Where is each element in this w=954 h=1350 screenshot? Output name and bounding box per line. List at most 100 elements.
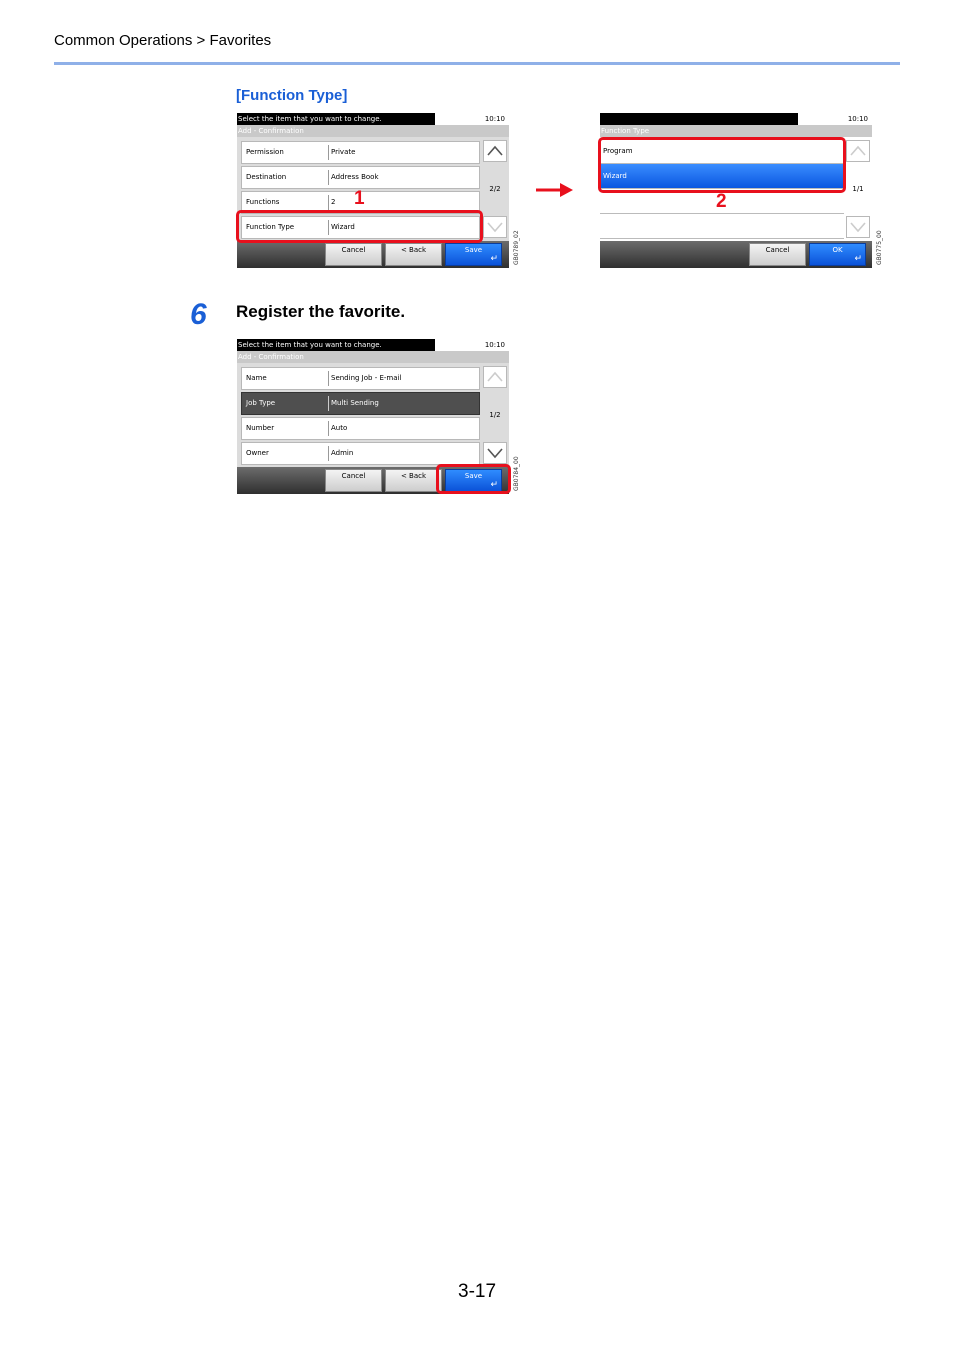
page-number: 3-17 <box>458 1281 497 1302</box>
bottom-bar: Cancel OK ↵ <box>600 241 872 268</box>
ok-button[interactable]: OK ↵ <box>809 243 866 266</box>
top-bar: 10:10 <box>600 113 872 125</box>
row-value: Multi Sending <box>331 399 379 407</box>
save-label: Save <box>464 246 483 254</box>
row-functions[interactable]: Functions 2 <box>241 191 480 214</box>
save-button[interactable]: Save ↵ <box>445 469 502 492</box>
row-label: Function Type <box>246 223 295 231</box>
row-divider <box>328 421 329 436</box>
row-divider <box>328 446 329 461</box>
scroll-up-button[interactable] <box>846 140 870 162</box>
row-name[interactable]: Name Sending Job - E-mail <box>241 367 480 390</box>
row-divider <box>328 371 329 386</box>
save-label: Save <box>464 472 483 480</box>
chevron-up-icon <box>487 371 503 382</box>
row-value: Auto <box>331 424 348 432</box>
panel-subtitle: Function Type <box>600 125 872 137</box>
option-empty-1 <box>600 189 844 214</box>
right-arrow-icon <box>536 183 573 197</box>
highlight-function-type <box>236 210 483 243</box>
header-rule <box>54 62 900 65</box>
panel-body: Name Sending Job - E-mail Job Type Multi… <box>237 363 509 467</box>
ok-label: OK <box>832 246 843 254</box>
top-bar: Select the item that you want to change.… <box>237 339 509 351</box>
row-value: Sending Job - E-mail <box>331 374 402 382</box>
highlight-options <box>598 137 846 193</box>
figure-code: GB0775_00 <box>876 230 883 265</box>
enter-icon: ↵ <box>490 480 498 490</box>
scroll-down-button[interactable] <box>483 216 507 238</box>
page-indicator: 2/2 <box>489 185 501 193</box>
option-program[interactable]: Program <box>600 139 844 164</box>
row-label: Functions <box>246 198 280 206</box>
breadcrumb: Common Operations > Favorites <box>54 32 272 49</box>
row-permission[interactable]: Permission Private <box>241 141 480 164</box>
page-indicator: 1/2 <box>489 411 501 419</box>
cancel-button[interactable]: Cancel <box>749 243 806 266</box>
back-button[interactable]: < Back <box>385 469 442 492</box>
row-function-type[interactable]: Function Type Wizard <box>241 216 480 239</box>
row-number[interactable]: Number Auto <box>241 417 480 440</box>
row-divider <box>328 220 329 235</box>
callout-1: 1 <box>354 188 365 209</box>
cancel-label: Cancel <box>341 246 366 254</box>
scroll-up-button[interactable] <box>483 366 507 388</box>
panel-subtitle: Add - Confirmation <box>237 351 509 363</box>
cancel-label: Cancel <box>341 472 366 480</box>
row-job-type[interactable]: Job Type Multi Sending <box>241 392 480 415</box>
step-text: Register the favorite. <box>236 302 406 321</box>
row-value: 2 <box>331 198 336 206</box>
enter-icon: ↵ <box>490 254 498 264</box>
row-label: Permission <box>246 148 284 156</box>
panel-message: Select the item that you want to change. <box>237 339 435 351</box>
row-owner[interactable]: Owner Admin <box>241 442 480 465</box>
chevron-up-icon <box>487 145 503 156</box>
highlight-save <box>436 464 511 494</box>
row-label: Destination <box>246 173 287 181</box>
figure-code: GB0789_02 <box>513 230 520 265</box>
figure-code: GB0784_00 <box>513 456 520 491</box>
panel-body: Permission Private Destination Address B… <box>237 137 509 241</box>
cancel-button[interactable]: Cancel <box>325 243 382 266</box>
row-label: Owner <box>246 449 269 457</box>
top-bar: Select the item that you want to change.… <box>237 113 509 125</box>
cancel-button[interactable]: Cancel <box>325 469 382 492</box>
save-button[interactable]: Save ↵ <box>445 243 502 266</box>
cancel-label: Cancel <box>765 246 790 254</box>
scroll-up-button[interactable] <box>483 140 507 162</box>
scroll-down-button[interactable] <box>846 216 870 238</box>
chevron-up-icon <box>850 145 866 156</box>
panel-confirmation-1: Select the item that you want to change.… <box>237 113 520 268</box>
section-title: [Function Type] <box>236 87 348 104</box>
bottom-bar: Cancel < Back Save ↵ <box>237 241 509 268</box>
enter-icon: ↵ <box>854 254 862 264</box>
row-divider <box>328 145 329 160</box>
row-value: Admin <box>331 449 354 457</box>
chevron-down-icon <box>850 222 866 233</box>
scroll-down-button[interactable] <box>483 442 507 464</box>
row-label: Name <box>246 374 267 382</box>
row-destination[interactable]: Destination Address Book <box>241 166 480 189</box>
panel-time: 10:10 <box>484 115 505 123</box>
chevron-down-icon <box>487 222 503 233</box>
panel-time: 10:10 <box>847 115 868 123</box>
row-value: Address Book <box>331 173 379 181</box>
back-button[interactable]: < Back <box>385 243 442 266</box>
panel-confirmation-2: Select the item that you want to change.… <box>237 339 520 494</box>
option-wizard[interactable]: Wizard <box>600 164 844 189</box>
row-label: Number <box>246 424 275 432</box>
row-divider <box>328 195 329 210</box>
callout-2: 2 <box>716 191 727 212</box>
back-label: < Back <box>400 472 427 480</box>
chevron-down-icon <box>487 448 503 459</box>
step-number: 6 <box>190 298 207 331</box>
page-indicator: 1/1 <box>852 185 864 193</box>
option-empty-2 <box>600 214 844 239</box>
panel-time: 10:10 <box>484 341 505 349</box>
panel-subtitle: Add - Confirmation <box>237 125 509 137</box>
row-value: Private <box>331 148 356 156</box>
bottom-bar: Cancel < Back Save ↵ <box>237 467 509 494</box>
panel-message: Select the item that you want to change. <box>237 113 435 125</box>
panel-message-bar <box>600 113 798 125</box>
row-label: Job Type <box>246 399 276 407</box>
